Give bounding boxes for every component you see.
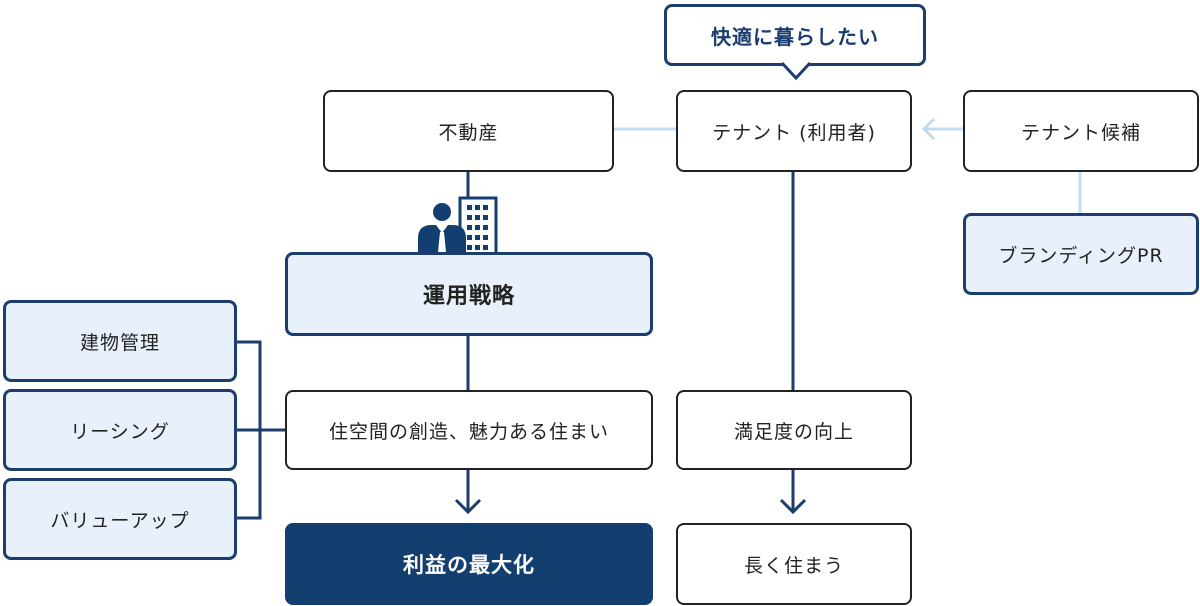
- node-value-up: バリューアップ: [3, 478, 237, 560]
- speech-bubble-text: 快適に暮らしたい: [711, 24, 879, 49]
- node-tenant-candidate-label: テナント候補: [1020, 121, 1141, 144]
- node-leasing: リーシング: [3, 389, 237, 471]
- speech-bubble: 快適に暮らしたい: [664, 4, 926, 66]
- speech-bubble-tail: [780, 62, 812, 81]
- node-long-stay: 長く住まう: [676, 523, 912, 605]
- node-satisfaction: 満足度の向上: [676, 390, 912, 470]
- node-operation-strategy: 運用戦略: [285, 252, 653, 336]
- node-real-estate: 不動産: [323, 90, 614, 172]
- node-profit-max: 利益の最大化: [285, 523, 653, 605]
- node-living-space-label: 住空間の創造、魅力ある住まい: [328, 420, 609, 443]
- node-building-management-label: 建物管理: [79, 331, 160, 354]
- node-tenant-candidate: テナント候補: [963, 90, 1199, 172]
- node-leasing-label: リーシング: [70, 420, 170, 443]
- node-building-management: 建物管理: [3, 300, 237, 382]
- node-long-stay-label: 長く住まう: [743, 554, 844, 577]
- node-tenant-user-label: テナント (利用者): [712, 121, 876, 144]
- node-value-up-label: バリューアップ: [50, 509, 190, 532]
- node-tenant-user: テナント (利用者): [676, 90, 912, 172]
- arrow-candidate-to-tenant: [921, 117, 936, 141]
- node-operation-strategy-label: 運用戦略: [422, 284, 515, 309]
- node-branding-pr: ブランディングPR: [963, 213, 1199, 295]
- node-profit-max-label: 利益の最大化: [403, 553, 535, 577]
- node-satisfaction-label: 満足度の向上: [733, 420, 854, 443]
- node-branding-pr-label: ブランディングPR: [998, 244, 1164, 267]
- arrow-to-longstay: [779, 498, 807, 515]
- node-real-estate-label: 不動産: [438, 121, 499, 144]
- node-living-space: 住空間の創造、魅力ある住まい: [285, 390, 653, 470]
- arrow-to-profit: [454, 498, 482, 515]
